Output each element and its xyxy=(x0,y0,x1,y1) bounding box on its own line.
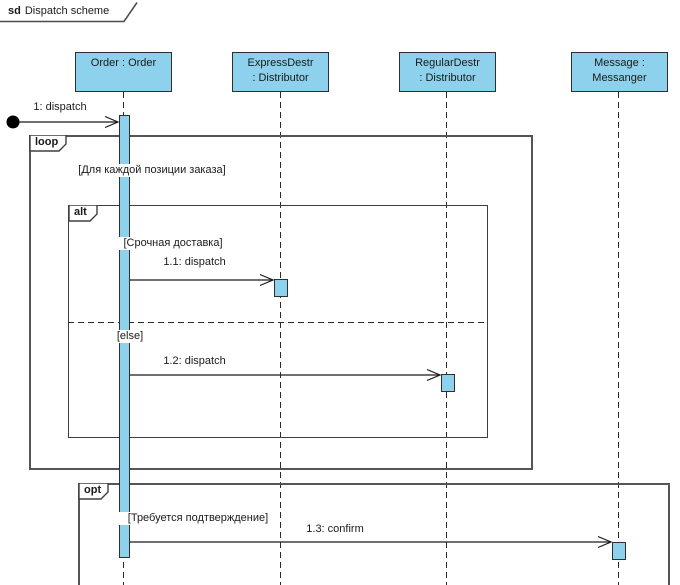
lifeline-express-destr[interactable] xyxy=(280,92,281,585)
opt-operator-text: opt xyxy=(84,484,102,496)
lifeline-name-line2: : Distributor xyxy=(419,72,476,84)
opt-operator-label[interactable]: opt xyxy=(78,483,109,500)
loop-fragment-frame[interactable] xyxy=(29,135,533,470)
message-1-label: 1: dispatch xyxy=(24,101,96,114)
message-1-found[interactable] xyxy=(6,115,120,129)
lifeline-message[interactable] xyxy=(618,92,619,585)
found-message-circle xyxy=(6,115,20,129)
alt-fragment-separator xyxy=(68,322,488,323)
title-keyword: sd xyxy=(8,5,21,17)
lifeline-name: Message : xyxy=(594,57,645,69)
alt-fragment-frame[interactable] xyxy=(68,205,488,438)
lifeline-head-express-destr[interactable]: ExpressDestr : Distributor xyxy=(232,52,329,92)
lifeline-name: Order : Order xyxy=(90,57,157,69)
lifeline-name: ExpressDestr xyxy=(247,57,314,69)
message-1-2-label: 1.2: dispatch xyxy=(152,355,237,368)
loop-guard: [Для каждой позиции заказа] xyxy=(69,164,235,177)
lifeline-head-order[interactable]: Order : Order xyxy=(75,52,172,92)
opt-fragment-frame[interactable] xyxy=(78,483,670,585)
alt-operator-text: alt xyxy=(74,206,87,218)
title-text: Dispatch scheme xyxy=(24,5,110,17)
opt-guard: [Требуется подтверждение] xyxy=(118,512,278,525)
loop-operator-label[interactable]: loop xyxy=(29,135,67,152)
lifeline-head-message[interactable]: Message : Messanger xyxy=(571,52,668,92)
activation-express-destr[interactable] xyxy=(274,279,288,297)
message-1-3-label: 1.3: confirm xyxy=(298,523,372,536)
message-1-1-label: 1.1: dispatch xyxy=(152,256,237,269)
lifeline-head-regular-destr[interactable]: RegularDestr : Distributor xyxy=(399,52,496,92)
alt-guard-else: [else] xyxy=(110,330,150,343)
pentagon-shape xyxy=(78,483,109,500)
lifeline-name-line2: : Distributor xyxy=(252,72,309,84)
open-arrowhead-icon xyxy=(104,115,120,129)
lifeline-name-line2: Messanger xyxy=(592,72,647,84)
pentagon-shape xyxy=(68,205,98,222)
pentagon-shape xyxy=(29,135,67,152)
lifeline-regular-destr[interactable] xyxy=(446,92,447,585)
activation-message[interactable] xyxy=(612,542,626,560)
title-tab-shape xyxy=(0,2,138,23)
alt-guard-urgent: [Срочная доставка] xyxy=(112,237,234,250)
activation-regular-destr[interactable] xyxy=(441,374,455,392)
loop-operator-text: loop xyxy=(35,136,59,148)
alt-operator-label[interactable]: alt xyxy=(68,205,98,222)
lifeline-name: RegularDestr xyxy=(415,57,480,69)
